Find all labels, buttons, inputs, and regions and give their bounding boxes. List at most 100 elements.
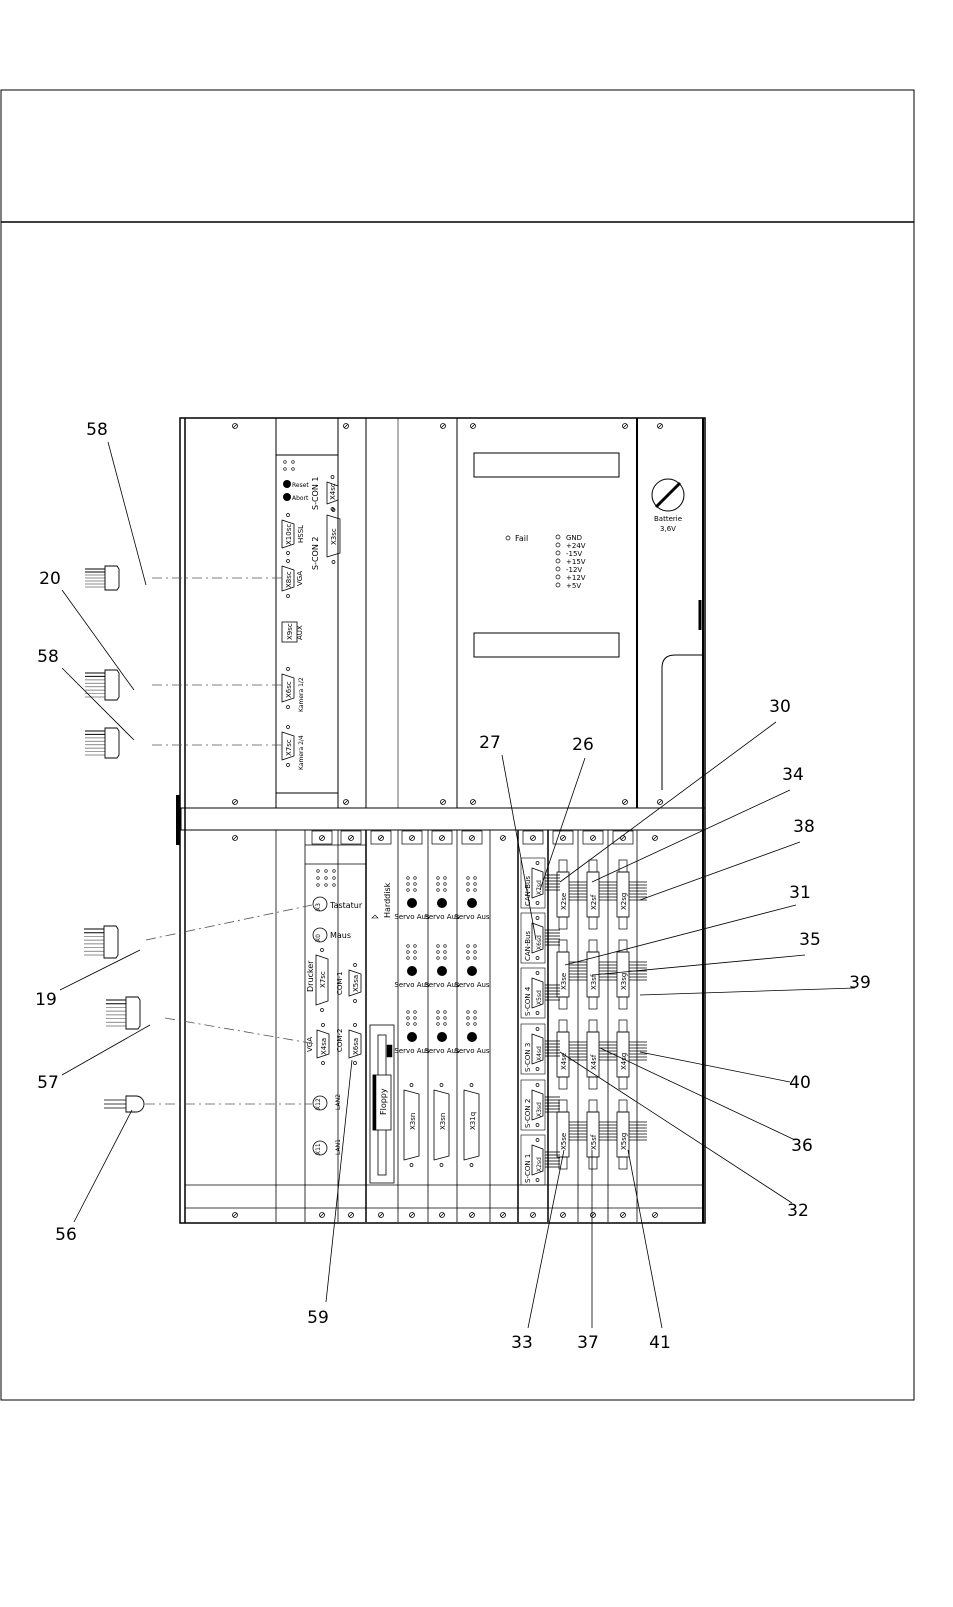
screw-icon bbox=[439, 835, 445, 841]
connector-plate bbox=[520, 1023, 546, 1075]
led-icon bbox=[283, 460, 287, 464]
screw-slot bbox=[319, 835, 325, 841]
x3-port bbox=[312, 896, 328, 912]
screw-icon bbox=[530, 835, 536, 841]
label: X10sc bbox=[285, 524, 293, 545]
servo-aus-label: Servo Aus bbox=[424, 981, 460, 989]
led-icon bbox=[406, 1010, 410, 1014]
led-icon bbox=[473, 1016, 477, 1020]
label: X7sd bbox=[536, 880, 543, 895]
servo-aus-label: Servo Aus bbox=[424, 913, 460, 921]
screw-slot bbox=[409, 835, 415, 841]
led-icon bbox=[436, 882, 440, 886]
label: X2se bbox=[560, 893, 568, 910]
callout-number: 19 bbox=[35, 990, 57, 1010]
screw-icon bbox=[622, 799, 628, 805]
screw-slot bbox=[343, 799, 349, 805]
led-icon bbox=[413, 1010, 417, 1014]
connector-plate bbox=[520, 967, 546, 1019]
screw-cap bbox=[461, 830, 483, 845]
mount-hole bbox=[330, 507, 335, 511]
led-icon bbox=[406, 876, 410, 880]
label: X5se bbox=[560, 1133, 568, 1150]
screw-icon bbox=[657, 423, 663, 429]
callout-number: 32 bbox=[787, 1201, 809, 1221]
mount-hole bbox=[439, 1163, 444, 1167]
screw-icon bbox=[378, 1212, 384, 1218]
led-icon bbox=[466, 944, 470, 948]
callout-number: 33 bbox=[511, 1333, 533, 1353]
servo-aus-label: Servo Aus bbox=[454, 913, 490, 921]
screw-icon bbox=[652, 835, 658, 841]
mount-hole bbox=[535, 1138, 540, 1142]
servo-switch-icon bbox=[467, 966, 477, 976]
drucker-label: Drucker bbox=[306, 960, 315, 992]
servo-connector bbox=[463, 1089, 480, 1161]
card-latch bbox=[588, 996, 598, 1010]
rail-label: +15V bbox=[566, 558, 586, 566]
screw-slot bbox=[470, 423, 476, 429]
label: X4se bbox=[560, 1053, 568, 1070]
screw-icon bbox=[500, 835, 506, 841]
connection-line bbox=[145, 904, 313, 941]
callout-number: 58 bbox=[86, 420, 108, 440]
screw-icon bbox=[652, 1212, 658, 1218]
screw-slot bbox=[348, 1212, 354, 1218]
connector-plate bbox=[520, 1134, 546, 1186]
led-icon bbox=[443, 876, 447, 880]
rail-led-icon bbox=[555, 534, 561, 540]
connector-plate bbox=[520, 857, 546, 909]
harddisk-label: Harddisk bbox=[383, 882, 392, 918]
servo-aus-label: Servo Aus bbox=[394, 981, 430, 989]
floppy-led bbox=[386, 1044, 393, 1058]
connector-plate bbox=[520, 1079, 546, 1131]
label: X4sg bbox=[620, 1053, 628, 1070]
servo-aus-label: Servo Aus bbox=[394, 913, 430, 921]
servo-switch-icon bbox=[437, 1032, 447, 1042]
callout-number: 30 bbox=[769, 697, 791, 717]
screw-icon bbox=[409, 1212, 415, 1218]
plug-connector-icon bbox=[104, 565, 120, 591]
rail-led-icon bbox=[555, 550, 561, 556]
callout-leader bbox=[591, 954, 806, 976]
card-latch bbox=[558, 1076, 568, 1090]
led-icon bbox=[436, 956, 440, 960]
servo-aus-label: Servo Aus bbox=[454, 1047, 490, 1055]
label: X4sa bbox=[320, 1038, 328, 1055]
led-icon bbox=[332, 876, 336, 880]
abort-label: Abort bbox=[292, 495, 309, 502]
callout-number: 56 bbox=[55, 1225, 77, 1245]
mount-hole bbox=[331, 560, 336, 564]
screw-icon bbox=[470, 423, 476, 429]
callout-leader bbox=[61, 589, 135, 691]
label: COM-2 bbox=[336, 1029, 344, 1052]
screw-icon bbox=[439, 1212, 445, 1218]
label: X3 bbox=[315, 903, 322, 911]
mount-hole bbox=[535, 901, 540, 905]
screw-slot bbox=[378, 1212, 384, 1218]
led-icon bbox=[436, 888, 440, 892]
led-icon bbox=[443, 1010, 447, 1014]
screw-icon bbox=[657, 799, 663, 805]
group-connector bbox=[531, 977, 544, 1009]
callout-number: 31 bbox=[789, 883, 811, 903]
label: X2sd bbox=[536, 1157, 543, 1172]
label: X31q bbox=[469, 1112, 477, 1130]
fail-label: Fail bbox=[515, 534, 528, 543]
mount-hole bbox=[286, 594, 290, 598]
connection-line bbox=[164, 1017, 317, 1045]
lan-plug-icon bbox=[125, 1095, 145, 1113]
mount-hole bbox=[535, 861, 540, 865]
label: X3sn bbox=[409, 1113, 417, 1130]
callout-number: 39 bbox=[849, 973, 871, 993]
x0-port bbox=[312, 927, 328, 943]
led-icon bbox=[443, 950, 447, 954]
callout-leader bbox=[559, 721, 777, 883]
label: X3sc bbox=[330, 528, 338, 545]
label: X3sd bbox=[536, 1102, 543, 1117]
callout-number: 58 bbox=[37, 647, 59, 667]
led-icon bbox=[473, 1022, 477, 1026]
mount-hole bbox=[409, 1163, 414, 1167]
led-icon bbox=[413, 1016, 417, 1020]
